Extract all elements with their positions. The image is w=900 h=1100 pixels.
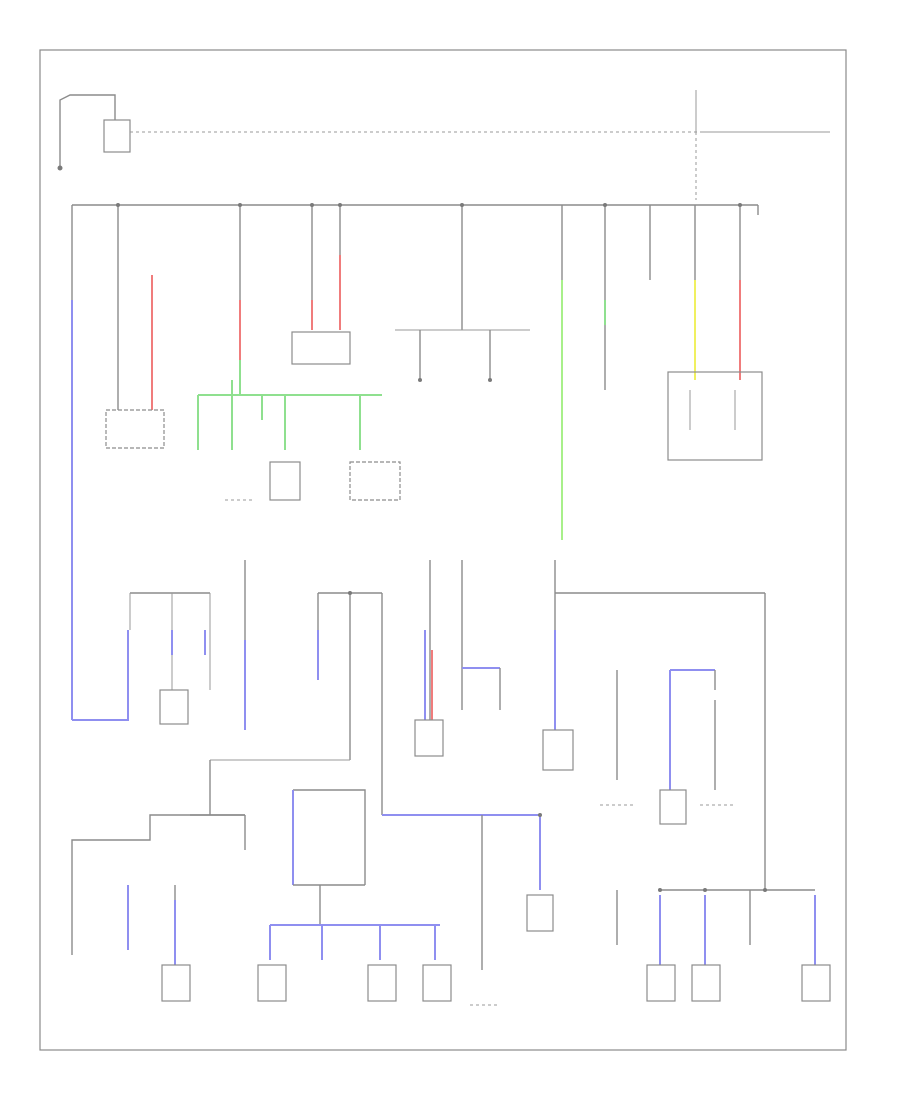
relay-box-upper (291, 331, 351, 365)
center-lower-section (71, 560, 554, 970)
bottom-box-6 (691, 964, 721, 1002)
sensor-box-1 (269, 461, 301, 501)
bottom-box-2 (257, 964, 287, 1002)
right-box-1 (542, 729, 574, 771)
lower-left-section (72, 560, 246, 730)
bottom-box-3 (367, 964, 397, 1002)
center-relays (395, 329, 530, 382)
dual-relay-box (667, 371, 763, 461)
sensor-box-2 (349, 461, 401, 501)
green-cluster (197, 331, 401, 501)
splice-nodes (116, 203, 767, 892)
generator-block (105, 409, 165, 449)
center-box-2 (526, 894, 554, 932)
bottom-box-1 (161, 964, 191, 1002)
lower-left-box-1 (159, 689, 189, 725)
bottom-box-7 (801, 964, 831, 1002)
bottom-box-5 (646, 964, 676, 1002)
battery-section (57, 90, 830, 200)
center-box-1 (414, 719, 444, 757)
bottom-box-4 (422, 964, 452, 1002)
battery-block (103, 119, 131, 153)
diagram-border (39, 49, 847, 1051)
right-lower-section (542, 560, 815, 891)
right-upper-blocks (604, 325, 763, 461)
bottom-row (71, 880, 831, 1006)
bus-drops (71, 205, 759, 410)
right-box-2 (659, 789, 687, 825)
